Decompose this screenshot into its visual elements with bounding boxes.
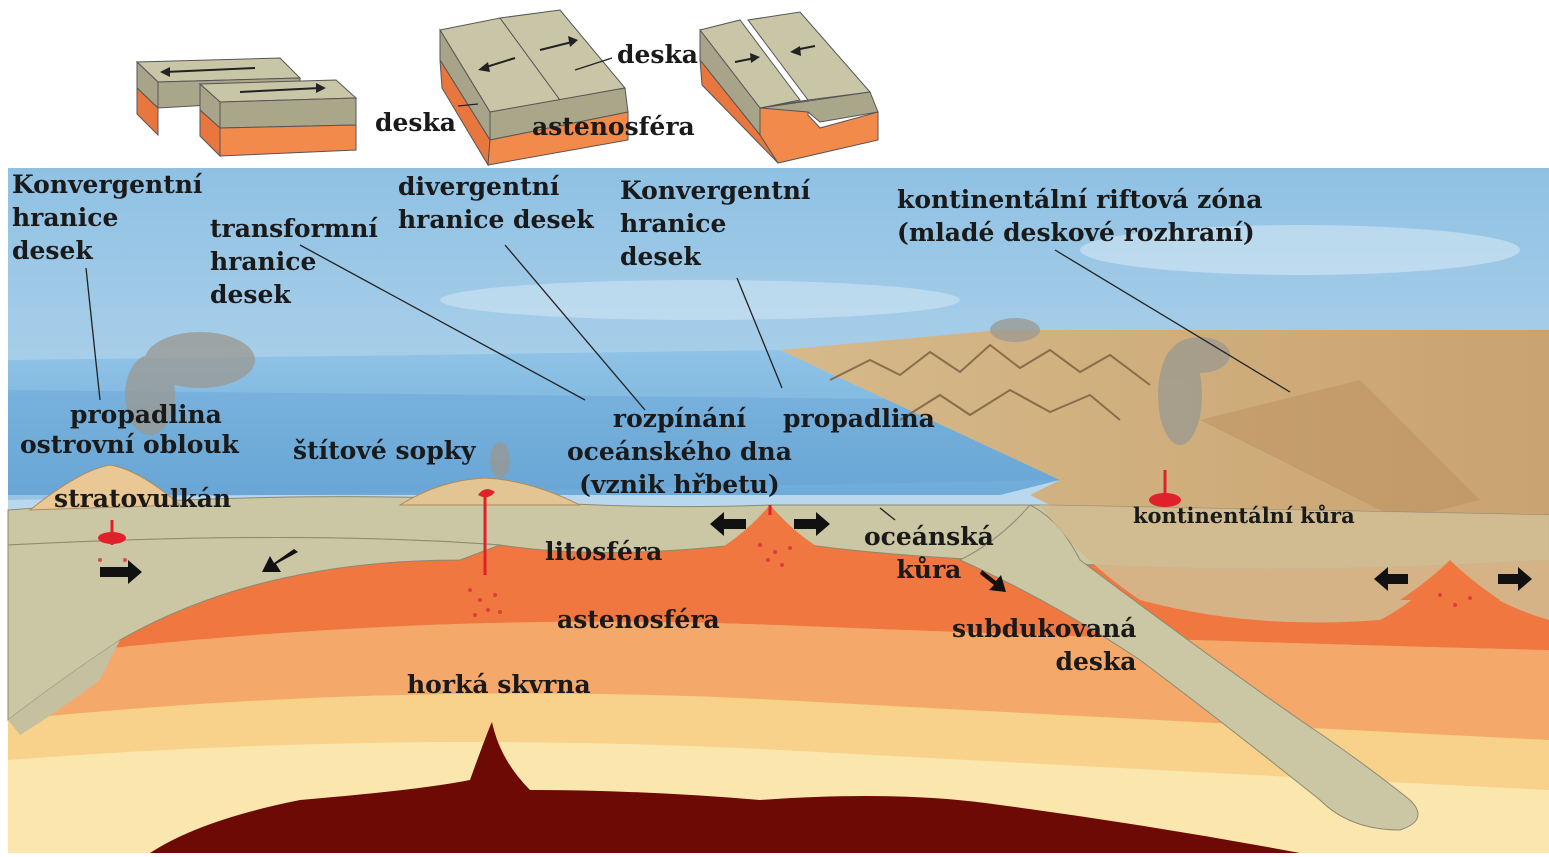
label-shield-volcanoes: štítové sopky [293, 434, 476, 467]
label-oceanic-crust: oceánská kůra [864, 520, 994, 586]
inset-label-asthenosphere: astenosféra [532, 110, 695, 143]
inset-label-desk-left: deska [375, 106, 456, 139]
label-transform-boundary: transformní hranice desek [210, 212, 378, 311]
inset-label-desk-right: deska [617, 38, 698, 71]
transform-boundary-block [137, 58, 356, 156]
label-convergent-boundary-right: Konvergentní hranice desek [620, 174, 810, 273]
label-trench-left: propadlina [70, 398, 222, 431]
label-continental-rift-zone: kontinentální riftová zóna (mladé deskov… [897, 183, 1262, 249]
label-island-arc: ostrovní oblouk [20, 428, 239, 461]
label-divergent-boundary: divergentní hranice desek [398, 170, 594, 236]
label-continental-crust: kontinentální kůra [1133, 503, 1355, 529]
convergent-boundary-block [700, 12, 878, 163]
label-stratovolcano: stratovulkán [54, 482, 231, 515]
label-asthenosphere: astenosféra [557, 603, 720, 636]
label-seafloor-spreading: rozpínání oceánského dna (vznik hřbetu) [567, 402, 792, 501]
label-hot-spot: horká skvrna [407, 668, 591, 701]
label-trench-right: propadlina [783, 402, 935, 435]
label-lithosphere: litosféra [545, 535, 662, 568]
label-convergent-boundary-left: Konvergentní hranice desek [12, 168, 202, 267]
label-subducted-plate: subdukovaná deska [952, 612, 1137, 678]
